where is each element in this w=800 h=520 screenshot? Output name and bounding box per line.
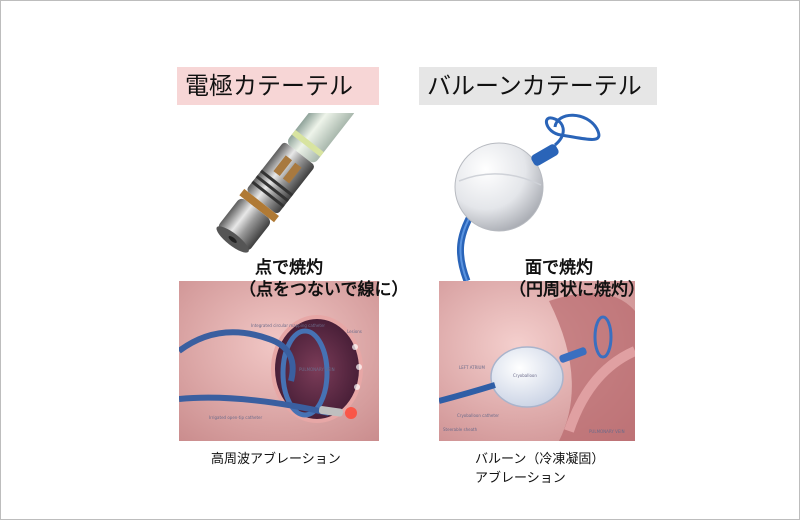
electrode-catheter-photo [179,113,357,281]
pulmonary-vein-label-right: PULMONARY VEIN [589,429,625,434]
lesions-label: Lesions [347,329,362,334]
steerable-sheath-label: Steerable sheath [443,427,478,432]
balloon-ablation-footer-1: バルーン（冷凍凝固） [475,452,605,467]
balloon-catheter-photo [437,105,633,281]
rf-ablation-illustration: Integrated circular mapping catheter Les… [179,281,379,441]
mapping-catheter-label: Integrated circular mapping catheter [251,323,325,328]
point-ablation-subcaption: （点をつないで線に） [239,280,409,300]
electrode-catheter-title: 電極カテーテル [177,67,379,105]
left-atrium-label: LEFT ATRIUM [459,365,485,370]
cryoballoon-catheter-label: Cryoballoon catheter [457,413,499,418]
balloon-catheter-title: バルーンカテーテル [419,67,657,105]
pulmonary-vein-label-left: PULMONARY VEIN [299,367,335,372]
irrigated-catheter-label: Irrigated open-tip catheter [209,415,263,420]
point-ablation-caption: 点で焼灼 [255,258,323,278]
balloon-ablation-footer-2: アブレーション [475,471,566,486]
surface-ablation-subcaption: （円周状に焼灼） [509,280,645,300]
rf-ablation-footer: 高周波アブレーション [211,452,341,467]
surface-ablation-caption: 面で焼灼 [525,258,593,278]
cryo-ablation-illustration: LEFT ATRIUM Cryoballoon Cryoballoon cath… [439,281,635,441]
cryoballoon-label: Cryoballoon [513,373,537,378]
